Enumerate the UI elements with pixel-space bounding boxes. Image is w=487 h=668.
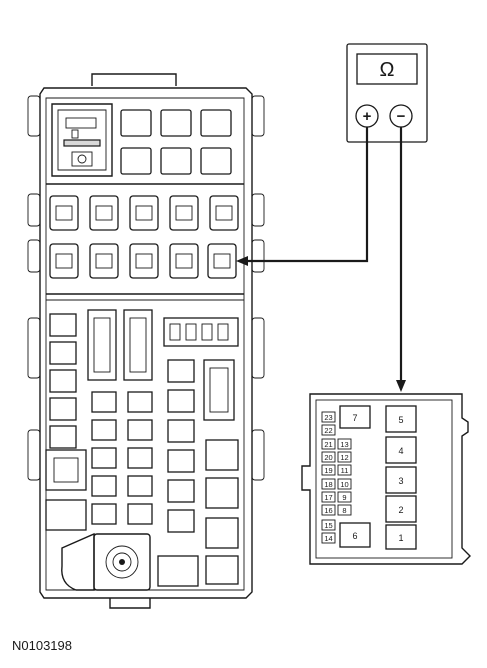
- pin-3: [385, 466, 417, 494]
- ohmmeter: Ω + −: [346, 43, 428, 143]
- pin-label-17: 17: [324, 493, 332, 502]
- pin-label-20: 20: [324, 453, 332, 462]
- pin-label-6: 6: [352, 531, 357, 541]
- pin-1: [385, 524, 417, 550]
- left-pin-column: 23 22 21 20 19 18 17 16 15 14: [321, 411, 336, 544]
- pin-4: [385, 436, 417, 464]
- connector-row-1: [49, 195, 239, 231]
- pin-5: [385, 405, 417, 433]
- pin-2: [385, 495, 417, 523]
- right-pin-column: 5 4 3 2 1: [385, 405, 417, 550]
- pin-label-15: 15: [324, 521, 332, 530]
- pin-label-21: 21: [324, 440, 332, 449]
- pin-label-8: 8: [342, 506, 346, 515]
- pin-label-13: 13: [340, 440, 348, 449]
- pin-label-7: 7: [352, 413, 357, 423]
- pin-label-4: 4: [398, 446, 403, 456]
- negative-terminal-label: −: [397, 108, 406, 125]
- pin-label-14: 14: [324, 534, 332, 543]
- pin-6: [339, 522, 371, 548]
- pin-label-23: 23: [324, 413, 332, 422]
- test-leads: [236, 127, 406, 392]
- connector-row-2: [49, 243, 237, 279]
- connector-face-view: 7 6 23 22 21 20 19 18 17 16 15 14: [301, 393, 471, 565]
- pin-label-22: 22: [324, 426, 332, 435]
- positive-terminal-label: +: [363, 108, 372, 125]
- figure-id: N0103198: [12, 638, 72, 653]
- inner-pin-column: 13 12 11 10 9 8: [337, 438, 352, 516]
- pin-label-19: 19: [324, 466, 332, 475]
- pin-label-16: 16: [324, 506, 332, 515]
- pin-label-2: 2: [398, 505, 403, 515]
- pin-label-1: 1: [398, 533, 403, 543]
- pin-label-12: 12: [340, 453, 348, 462]
- pin-label-9: 9: [342, 493, 346, 502]
- pin-label-5: 5: [398, 415, 403, 425]
- pin-label-10: 10: [340, 480, 348, 489]
- ohm-symbol: Ω: [380, 59, 395, 81]
- pin-7: [339, 405, 371, 429]
- junction-box: [27, 73, 265, 609]
- probed-connector: [207, 243, 237, 279]
- pin-label-11: 11: [341, 466, 349, 475]
- pin-label-18: 18: [324, 480, 332, 489]
- pin-label-3: 3: [398, 476, 403, 486]
